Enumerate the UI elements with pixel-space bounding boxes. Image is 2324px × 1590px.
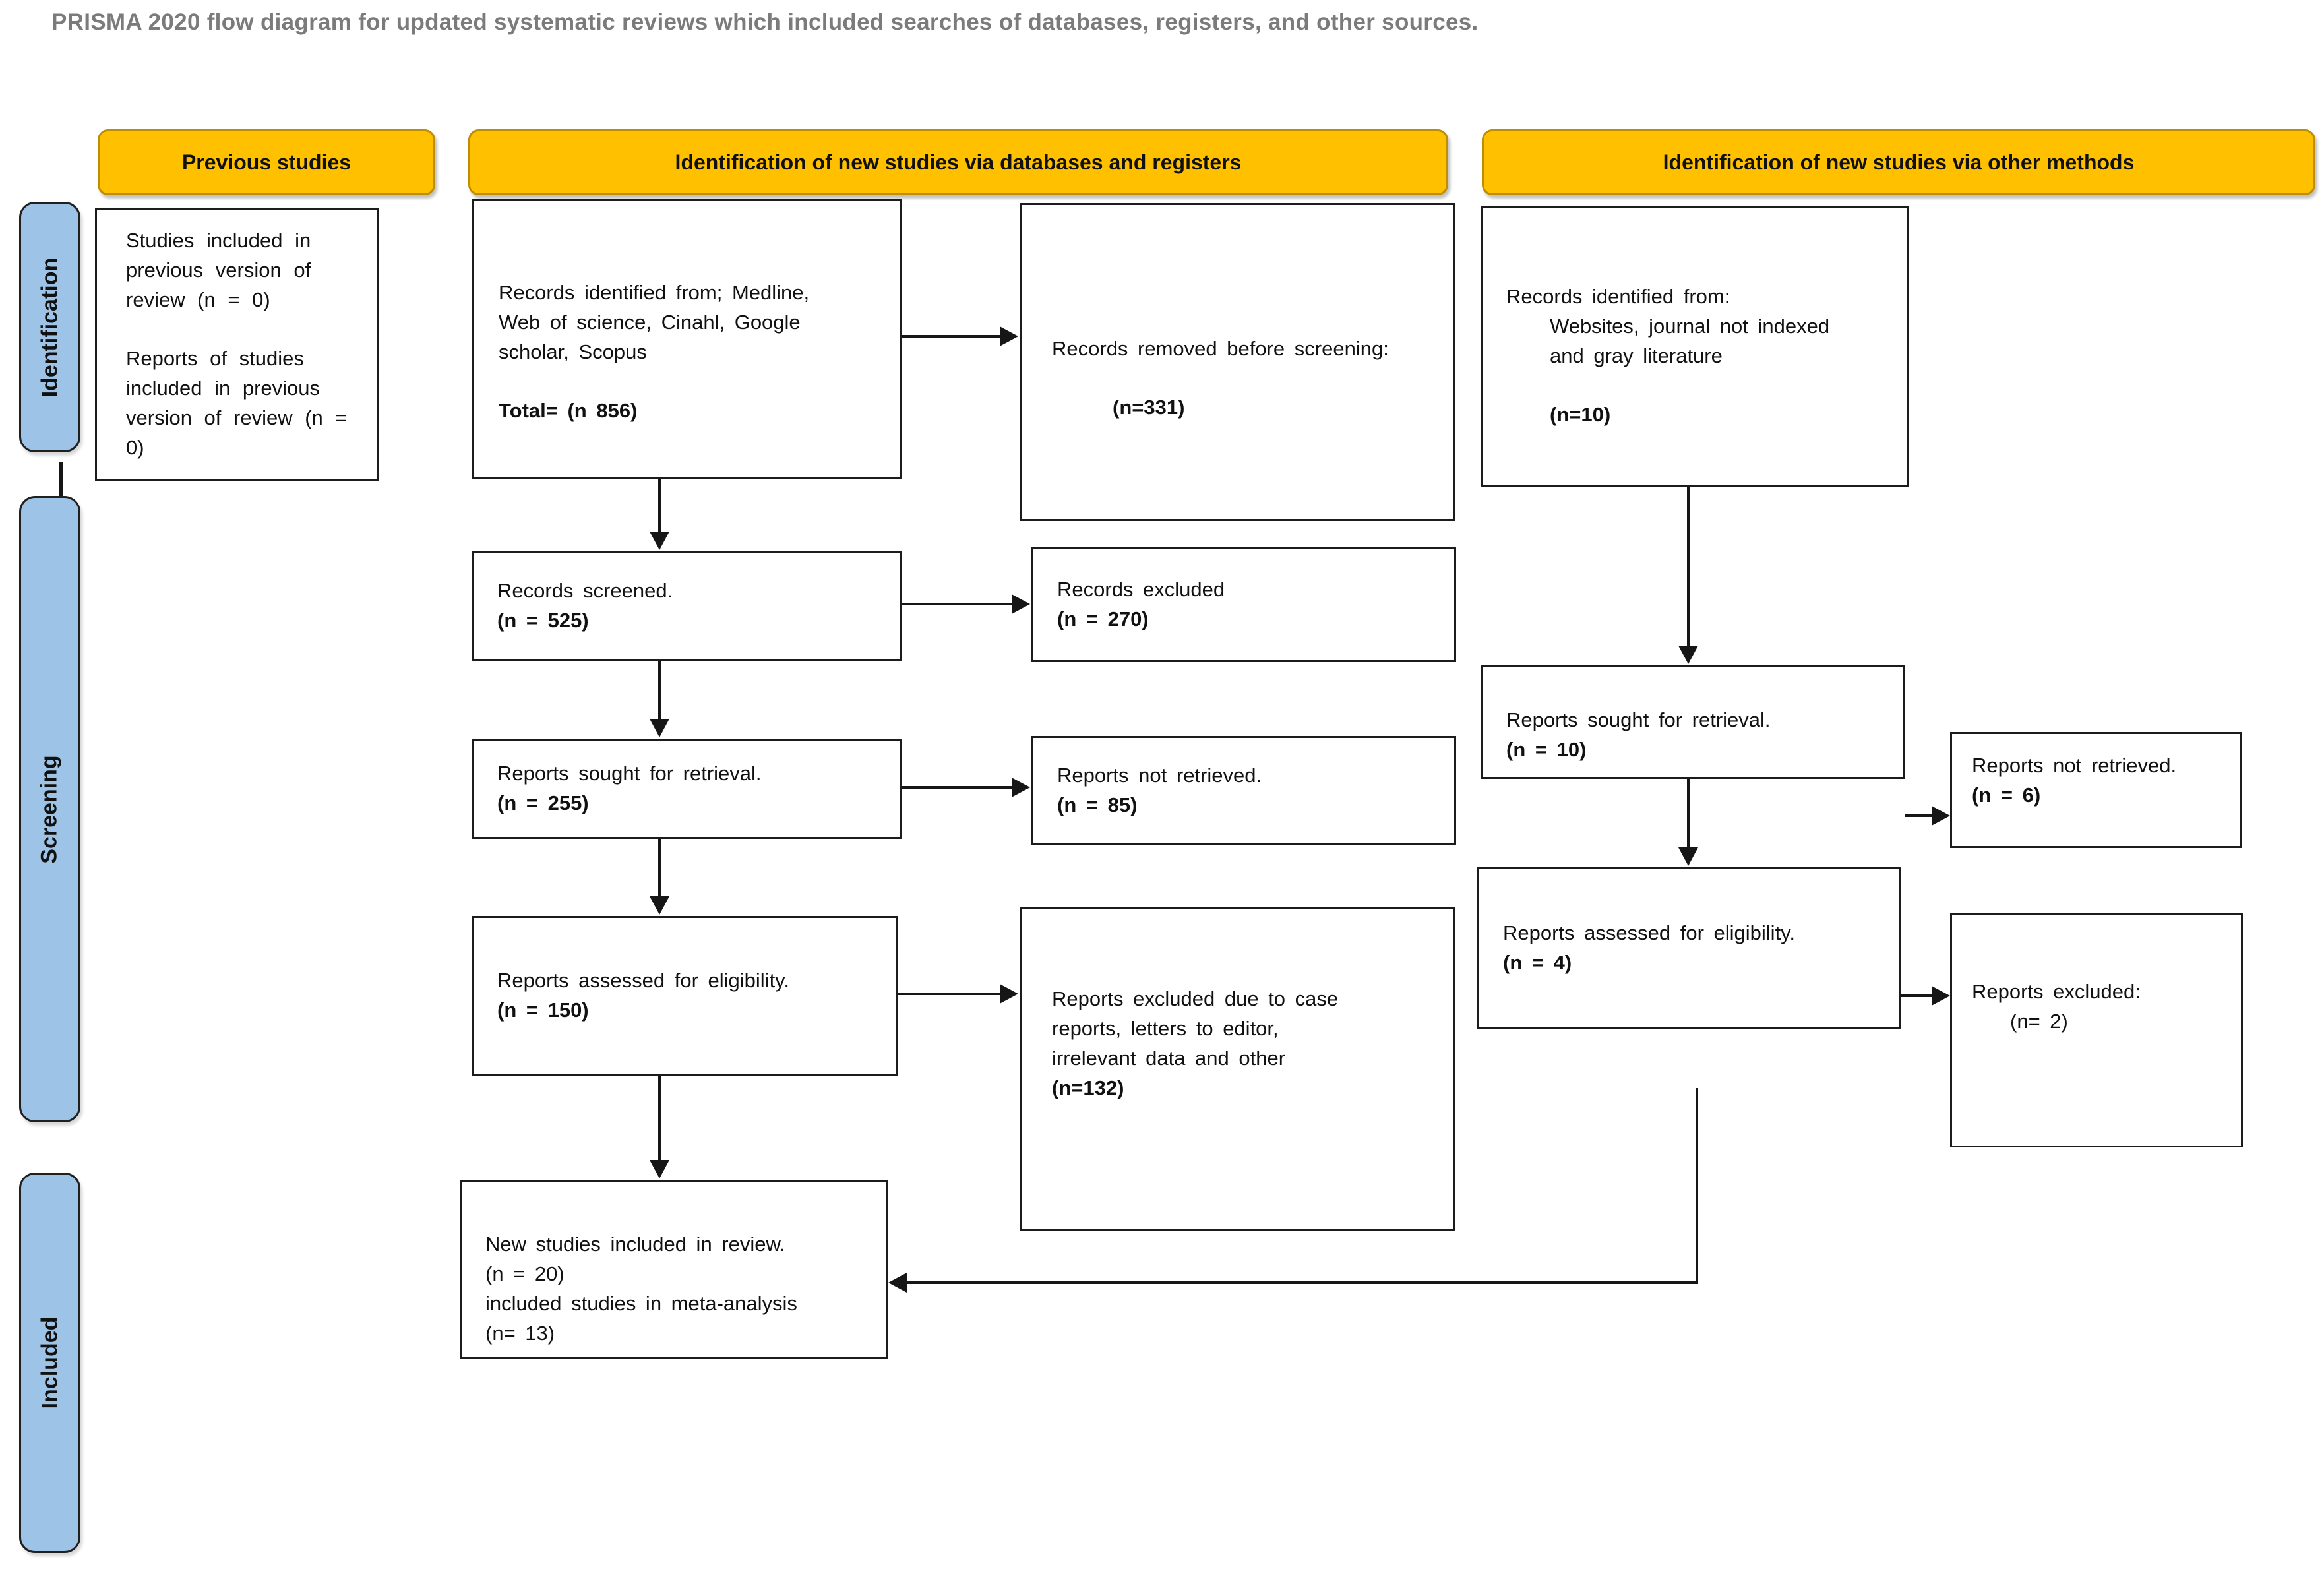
reports-not-retrieved-other-count: (n = 6) <box>1972 783 2041 807</box>
records-screened-count: (n = 525) <box>497 609 589 632</box>
arrow-identified-to-removed-head <box>1000 326 1018 346</box>
reports-assessed-other-count: (n = 4) <box>1503 951 1572 974</box>
box-reports-assessed-other: Reports assessed for eligibility. (n = 4… <box>1477 867 1901 1029</box>
arrow-sought-to-assessed-line <box>658 839 661 899</box>
reports-assessed-db-label: Reports assessed for eligibility. <box>497 969 789 993</box>
reports-sought-other-label: Reports sought for retrieval. <box>1506 708 1771 732</box>
reports-not-retrieved-other-label: Reports not retrieved. <box>1972 754 2177 777</box>
arrow-assessed-to-excludedreasons-line <box>898 993 1001 995</box>
arrow-otherassessed-to-excluded-line <box>1901 994 1933 997</box>
connector-otherassessed-left-line <box>906 1281 1698 1284</box>
reports-sought-other-count: (n = 10) <box>1506 738 1587 761</box>
box-reports-excluded-other: Reports excluded: (n= 2) <box>1950 913 2243 1147</box>
arrow-assessed-to-included-head <box>650 1160 669 1178</box>
box-reports-excluded-reasons: Reports excluded due to case reports, le… <box>1020 907 1455 1231</box>
records-excluded-count: (n = 270) <box>1057 607 1149 630</box>
reports-not-retrieved-db-label: Reports not retrieved. <box>1057 764 1262 787</box>
stage-divider-tick <box>59 462 63 509</box>
arrow-otheridentified-to-sought-line <box>1687 487 1690 648</box>
arrow-sought-to-notretrieved-head <box>1012 778 1030 797</box>
arrow-assessed-to-excludedreasons-head <box>1000 984 1018 1004</box>
arrow-identified-to-screened-line <box>658 479 661 534</box>
stage-label-included: Included <box>37 1316 63 1409</box>
arrow-screened-to-excluded-head <box>1012 594 1030 614</box>
box-reports-sought-databases: Reports sought for retrieval. (n = 255) <box>472 739 902 839</box>
connector-otherassessed-left-head <box>888 1273 907 1293</box>
new-studies-line-4: (n= 13) <box>485 1321 555 1345</box>
records-excluded-label: Records excluded <box>1057 578 1225 601</box>
arrow-otherassessed-to-excluded-head <box>1932 986 1950 1006</box>
records-removed-count: (n=331) <box>1113 396 1185 419</box>
box-records-excluded: Records excluded (n = 270) <box>1031 547 1456 662</box>
arrow-identified-to-screened-head <box>650 532 669 550</box>
arrow-screened-to-sought-line <box>658 661 661 721</box>
arrow-assessed-to-included-line <box>658 1076 661 1163</box>
reports-assessed-db-count: (n = 150) <box>497 998 589 1022</box>
arrow-othersought-to-assessed-head <box>1678 847 1698 866</box>
box-records-identified-other: Records identified from: Websites, journ… <box>1481 206 1909 487</box>
reports-sought-db-count: (n = 255) <box>497 791 589 814</box>
column-header-databases-registers: Identification of new studies via databa… <box>468 129 1448 195</box>
records-identified-total: Total= (n 856) <box>499 398 638 422</box>
stage-bar-included: Included <box>19 1173 80 1553</box>
arrow-othersought-to-notretrieved-line <box>1905 814 1933 817</box>
new-studies-line-2: (n = 20) <box>485 1262 565 1286</box>
stage-label-identification: Identification <box>37 257 62 397</box>
stage-label-screening: Screening <box>37 754 63 864</box>
box-records-screened: Records screened. (n = 525) <box>472 551 902 661</box>
records-identified-other-detail: Websites, journal not indexed and gray l… <box>1550 315 1830 367</box>
box-new-studies-included: New studies included in review. (n = 20)… <box>460 1180 888 1359</box>
box-previous-studies: Studies included in previous version of … <box>95 208 379 481</box>
reports-excluded-reasons-label: Reports excluded due to case reports, le… <box>1052 987 1339 1070</box>
reports-excluded-other-label: Reports excluded: <box>1972 980 2141 1003</box>
reports-excluded-other-count: (n= 2) <box>2010 1009 2068 1033</box>
box-reports-sought-other: Reports sought for retrieval. (n = 10) <box>1481 665 1905 779</box>
arrow-otheridentified-to-sought-head <box>1678 646 1698 664</box>
column-header-other-methods: Identification of new studies via other … <box>1482 129 2315 195</box>
arrow-screened-to-sought-head <box>650 719 669 737</box>
arrow-identified-to-removed-line <box>902 335 1001 338</box>
reports-assessed-other-label: Reports assessed for eligibility. <box>1503 921 1795 945</box>
previous-studies-text-2: Reports of studies included in previous … <box>126 347 348 459</box>
stage-bar-identification: Identification <box>19 202 80 452</box>
records-removed-label: Records removed before screening: <box>1052 337 1389 361</box>
connector-otherassessed-down-line <box>1696 1088 1698 1284</box>
diagram-title: PRISMA 2020 flow diagram for updated sys… <box>51 9 1479 35</box>
box-records-removed: Records removed before screening: (n=331… <box>1020 203 1455 521</box>
arrow-screened-to-excluded-line <box>902 603 1013 605</box>
records-identified-other-count: (n=10) <box>1550 402 1611 426</box>
arrow-othersought-to-assessed-line <box>1687 779 1690 850</box>
box-reports-assessed-databases: Reports assessed for eligibility. (n = 1… <box>472 916 898 1076</box>
reports-sought-db-label: Reports sought for retrieval. <box>497 762 762 785</box>
box-reports-not-retrieved-databases: Reports not retrieved. (n = 85) <box>1031 736 1456 845</box>
arrow-sought-to-assessed-head <box>650 896 669 915</box>
reports-excluded-reasons-count: (n=132) <box>1052 1076 1124 1099</box>
box-reports-not-retrieved-other: Reports not retrieved. (n = 6) <box>1950 732 2242 848</box>
records-identified-other-intro: Records identified from: <box>1506 285 1730 309</box>
records-identified-sources: Records identified from; Medline, Web of… <box>499 281 810 363</box>
arrow-sought-to-notretrieved-line <box>902 786 1013 789</box>
new-studies-line-1: New studies included in review. <box>485 1233 785 1256</box>
records-screened-label: Records screened. <box>497 579 673 603</box>
box-records-identified-databases: Records identified from; Medline, Web of… <box>472 199 902 479</box>
previous-studies-text-1: Studies included in previous version of … <box>126 229 311 312</box>
new-studies-line-3: included studies in meta-analysis <box>485 1292 797 1315</box>
reports-not-retrieved-db-count: (n = 85) <box>1057 793 1138 816</box>
stage-bar-screening: Screening <box>19 496 80 1122</box>
column-header-previous-studies: Previous studies <box>98 129 435 195</box>
arrow-othersought-to-notretrieved-head <box>1932 806 1950 826</box>
